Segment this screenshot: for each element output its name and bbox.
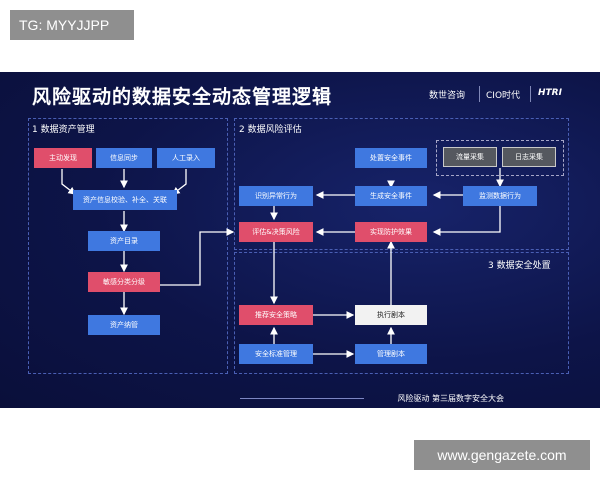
- box-info-sync: 信息同步: [96, 148, 152, 168]
- box-assess-risk: 评估&决策风险: [239, 222, 313, 242]
- box-manage-script: 管理剧本: [355, 344, 427, 364]
- logo-divider: [530, 86, 531, 102]
- box-sensitive-classification: 敏感分类分级: [88, 272, 160, 292]
- box-generate-event: 生成安全事件: [355, 186, 427, 206]
- slide-footer: 风险驱动 第三届数字安全大会: [397, 394, 504, 403]
- box-identify-abnormal: 识别异常行为: [239, 186, 313, 206]
- logo-divider: [479, 86, 480, 102]
- section-risk-assessment: [234, 118, 569, 250]
- slide-image: 风险驱动的数据安全动态管理逻辑 数世咨询 CIO时代 HTRI 1 数据资产管理…: [0, 72, 600, 408]
- section-label-risk-assessment: 2 数据风险评估: [239, 125, 302, 135]
- logo-cio: CIO时代: [486, 91, 521, 101]
- box-execute-script: 执行剧本: [355, 305, 427, 325]
- box-asset-catalog: 资产目录: [88, 231, 160, 251]
- footer-divider: [240, 398, 364, 399]
- logo-htri: HTRI: [538, 88, 562, 98]
- arrow-active-to-info: [61, 169, 77, 195]
- logo-shushi: 数世咨询: [429, 91, 466, 101]
- box-asset-intake: 资产纳管: [88, 315, 160, 335]
- flow-arrows: [61, 168, 504, 358]
- watermark-bottom: www.gengazete.com: [414, 440, 590, 470]
- box-asset-info-check: 资产信息校验、补全、关联: [73, 190, 177, 210]
- box-traffic-collection: 流量采集: [443, 147, 497, 167]
- arrow-monitor-to-protection: [432, 205, 501, 236]
- box-monitor-behavior: 监测数据行为: [463, 186, 537, 206]
- section-label-asset-management: 1 数据资产管理: [32, 125, 95, 135]
- section-asset-management: [28, 118, 228, 374]
- box-active-discovery: 主动发现: [34, 148, 92, 168]
- box-log-collection: 日志采集: [502, 147, 556, 167]
- box-security-standard: 安全标准管理: [239, 344, 313, 364]
- watermark-top: TG: MYYJJPP: [10, 10, 134, 40]
- collection-group: [436, 140, 564, 176]
- box-implement-protection: 实现防护效果: [355, 222, 427, 242]
- section-label-security-response: 3 数据安全处置: [488, 261, 551, 271]
- box-handle-security-event: 处置安全事件: [355, 148, 427, 168]
- arrow-manual-to-info: [171, 169, 187, 195]
- slide-title: 风险驱动的数据安全动态管理逻辑: [32, 86, 333, 108]
- section-security-response: [234, 252, 569, 374]
- arrow-classification-to-assess: [160, 228, 235, 286]
- box-manual-entry: 人工录入: [157, 148, 215, 168]
- box-recommend-policy: 推荐安全策略: [239, 305, 313, 325]
